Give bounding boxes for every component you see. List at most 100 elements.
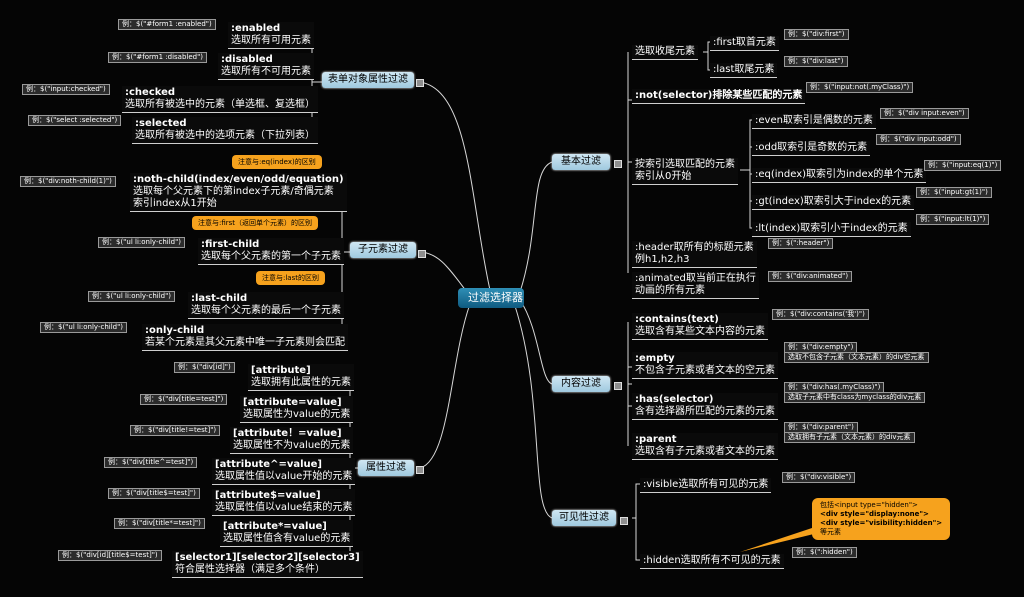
node-attribute-eq[interactable]: [attribute=value]选取属性为value的元素 bbox=[240, 396, 354, 423]
example-attribute-eq: 例：$("div[title=test]") bbox=[140, 394, 228, 405]
example-empty-desc: 选取不包含子元素（文本元素）的div空元素 bbox=[784, 352, 929, 363]
node-desc: 选取含有子元素或者文本的元素 bbox=[635, 446, 775, 457]
node-head-tail[interactable]: 选取收尾元素 bbox=[632, 45, 698, 60]
node-contains[interactable]: :contains(text)选取含有某些文本内容的元素 bbox=[632, 313, 768, 340]
node-title: :contains(text) bbox=[635, 314, 719, 325]
example-gt: 例：$("input:gt(1)") bbox=[916, 187, 992, 198]
node-desc: 含有选择器所匹配的元素的元素 bbox=[635, 406, 775, 417]
node-header[interactable]: :header取所有的标题元素例h1,h2,h3 bbox=[632, 241, 757, 268]
node-attribute-starts[interactable]: [attribute^=value]选取属性值以value开始的元素 bbox=[212, 458, 356, 485]
example-only-child: 例：$("ul li:only-child") bbox=[40, 322, 128, 333]
node-attribute[interactable]: [attribute]选取拥有此属性的元素 bbox=[248, 364, 354, 391]
node-gt[interactable]: :gt(index)取索引大于index的元素 bbox=[752, 195, 915, 210]
note-last-child: 注意与:last的区别 bbox=[256, 271, 325, 285]
node-index[interactable]: 按索引选取匹配的元素索引从0开始 bbox=[632, 158, 738, 185]
node-animated[interactable]: :animated取当前正在执行动画的所有元素 bbox=[632, 272, 759, 299]
node-odd[interactable]: :odd取索引是奇数的元素 bbox=[752, 141, 871, 156]
collapse-toggle[interactable] bbox=[418, 250, 426, 258]
node-title: :only-child bbox=[145, 325, 205, 336]
node-desc: 选取含有某些文本内容的元素 bbox=[635, 326, 765, 337]
collapse-toggle[interactable] bbox=[614, 160, 622, 168]
example-parent-desc: 选取拥有子元素（文本元素）的div元素 bbox=[784, 432, 915, 443]
node-desc: 选取所有被选中的选项元素（下拉列表） bbox=[135, 130, 315, 141]
node-title: :checked bbox=[125, 87, 176, 98]
example-not: 例：$("input:not(.myClass)") bbox=[806, 82, 914, 93]
node-nth-child[interactable]: :noth-child(index/even/odd/equation)选取每个… bbox=[130, 173, 347, 212]
topic-attr[interactable]: 属性过滤 bbox=[358, 460, 414, 476]
example-first: 例：$("div:first") bbox=[784, 29, 849, 40]
node-desc: 选取每个父元素的最后一个子元素 bbox=[191, 305, 341, 316]
node-title: [attribute=value] bbox=[243, 397, 342, 408]
example-attribute-starts: 例：$("div[title^=test]") bbox=[104, 457, 198, 468]
topic-form-attr[interactable]: 表单对象属性过滤 bbox=[322, 72, 414, 88]
node-title: :empty bbox=[635, 353, 675, 364]
node-visible[interactable]: :visible选取所有可见的元素 bbox=[640, 478, 772, 493]
node-desc: 选取拥有此属性的元素 bbox=[251, 377, 351, 388]
note-nth-child: 注意与:eq(index)的区别 bbox=[232, 155, 322, 169]
node-not[interactable]: :not(selector)排除某些匹配的元素 bbox=[632, 89, 806, 104]
node-desc: 选取属性为value的元素 bbox=[243, 409, 351, 420]
note-first-child: 注意与:first（返回单个元素）的区别 bbox=[192, 216, 319, 230]
topic-child[interactable]: 子元素过滤 bbox=[350, 242, 416, 258]
node-desc: 选取所有可用元素 bbox=[231, 35, 311, 46]
example-animated: 例：$("div:animated") bbox=[768, 271, 853, 282]
node-desc: 选取属性不为value的元素 bbox=[233, 440, 351, 451]
node-desc-2: 动画的所有元素 bbox=[635, 285, 705, 296]
node-desc: 选取所有不可用元素 bbox=[221, 66, 311, 77]
node-desc: 选取属性值以value结束的元素 bbox=[215, 502, 353, 513]
node-has[interactable]: :has(selector)含有选择器所匹配的元素的元素 bbox=[632, 393, 778, 420]
node-desc: 选取所有被选中的元素（单选框、复选框） bbox=[125, 99, 315, 110]
collapse-toggle[interactable] bbox=[416, 466, 424, 474]
node-title: :last-child bbox=[191, 293, 248, 304]
node-desc: 符合属性选择器（满足多个条件） bbox=[175, 564, 325, 575]
node-title: :selected bbox=[135, 118, 187, 129]
node-multi-selector[interactable]: [selector1][selector2][selector3]符合属性选择器… bbox=[172, 551, 363, 578]
topic-basic[interactable]: 基本过滤 bbox=[552, 154, 610, 170]
node-attribute-contains[interactable]: [attribute*=value]选取属性值含有value的元素 bbox=[220, 520, 354, 547]
node-attribute-neq[interactable]: [attribute！=value]选取属性不为value的元素 bbox=[230, 427, 354, 454]
collapse-toggle[interactable] bbox=[614, 382, 622, 390]
node-title: :noth-child(index/even/odd/equation) bbox=[133, 174, 344, 185]
topic-content[interactable]: 内容过滤 bbox=[552, 376, 610, 392]
node-title: :has(selector) bbox=[635, 394, 714, 405]
example-odd: 例：$("div input:odd") bbox=[876, 134, 961, 145]
topic-visible[interactable]: 可见性过滤 bbox=[552, 510, 616, 526]
node-title: :parent bbox=[635, 434, 677, 445]
example-lt: 例：$("input:lt(1)") bbox=[916, 214, 990, 225]
example-contains: 例：$("div:contains('我')") bbox=[772, 309, 869, 320]
example-disabled: 例：$("#form1 :disabled") bbox=[108, 52, 208, 63]
node-eq[interactable]: :eq(index)取索引为index的单个元素 bbox=[752, 168, 927, 183]
collapse-toggle[interactable] bbox=[620, 517, 628, 525]
node-hidden[interactable]: :hidden选取所有不可见的元素 bbox=[640, 554, 784, 569]
node-desc: 按索引选取匹配的元素 bbox=[635, 159, 735, 170]
callout-line: 包括<input type="hidden"> bbox=[820, 501, 918, 509]
node-even[interactable]: :even取索引是偶数的元素 bbox=[752, 114, 876, 129]
callout-line: <div style="display:none"> bbox=[820, 510, 929, 518]
example-nth-child: 例：$("div:noth-child(1)") bbox=[20, 176, 116, 187]
callout-line: <div style="visibility:hidden"> bbox=[820, 519, 943, 527]
node-first[interactable]: :first取首元素 bbox=[710, 36, 779, 51]
collapse-toggle[interactable] bbox=[416, 79, 424, 87]
example-first-child: 例：$("ul li:only-child") bbox=[98, 237, 186, 248]
node-lt[interactable]: :lt(index)取索引小于index的元素 bbox=[752, 222, 911, 237]
callout-line: 等元素 bbox=[820, 528, 841, 536]
node-title: [attribute*=value] bbox=[223, 521, 327, 532]
node-desc: 选取属性值含有value的元素 bbox=[223, 533, 351, 544]
node-attribute-ends[interactable]: [attribute$=value]选取属性值以value结束的元素 bbox=[212, 489, 356, 516]
node-title: [attribute^=value] bbox=[215, 459, 323, 470]
example-has-desc: 选取子元素中有class为myclass的div元素 bbox=[784, 392, 926, 403]
central-topic[interactable]: 过滤选择器 bbox=[458, 288, 524, 308]
node-desc: :header取所有的标题元素 bbox=[635, 242, 754, 253]
node-desc: 选取属性值以value开始的元素 bbox=[215, 471, 353, 482]
node-last[interactable]: :last取尾元素 bbox=[710, 63, 778, 78]
example-enabled: 例：$("#form1 :enabled") bbox=[118, 19, 216, 30]
